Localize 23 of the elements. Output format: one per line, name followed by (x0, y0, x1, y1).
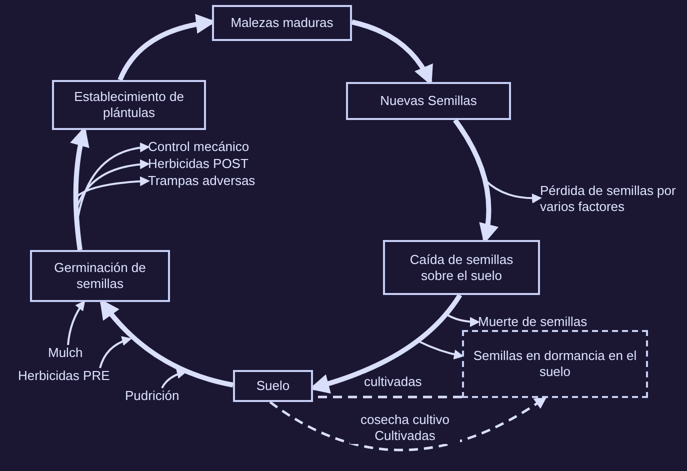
dashed-arrow (269, 396, 548, 452)
arrow (418, 340, 464, 360)
branch-text: Pudrición (125, 388, 180, 404)
process-box: Caída de semillas sobre el suelo (383, 240, 540, 295)
arrow (67, 300, 86, 346)
process-box: Germinación de semillas (30, 250, 170, 302)
branch-text: Muerte de semillas (478, 314, 588, 330)
branch-text: Control mecánico (148, 139, 250, 155)
branch-text: Herbicidas PRE (18, 368, 110, 384)
arrow (445, 313, 480, 327)
dashed-box: Semillas en dormancia en el suelo (462, 330, 648, 398)
branch-text: Trampas adversas (148, 173, 256, 189)
branch-text: Herbicidas POST (148, 156, 248, 172)
process-box: Suelo (233, 370, 313, 402)
edge-label: cosecha cultivo Cultivadas (350, 412, 460, 444)
arrow (75, 176, 150, 198)
arrow (161, 369, 187, 388)
branch-text: Mulch (48, 345, 83, 361)
process-box: Nuevas Semillas (346, 82, 511, 120)
process-box: Malezas maduras (212, 5, 352, 41)
process-box: Establecimiento de plántulas (52, 80, 206, 130)
arrow (99, 336, 132, 368)
branch-text: Pérdida de semillas por varios factores (540, 183, 680, 215)
